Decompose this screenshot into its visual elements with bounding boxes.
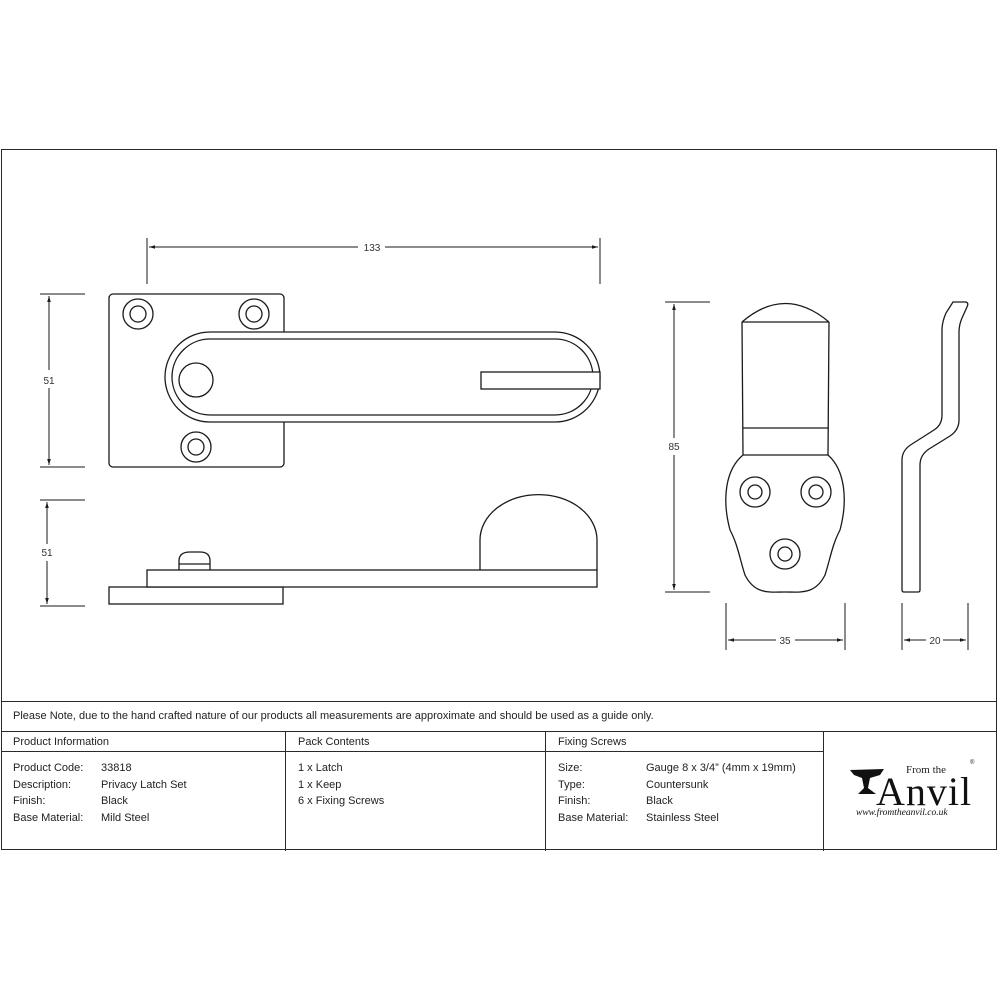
dim-20-label: 20 <box>929 636 941 647</box>
spec-row: Type:Countersunk <box>558 777 823 794</box>
dim-85-label: 85 <box>668 442 680 453</box>
dimension-133 <box>146 238 601 284</box>
product-information-section: Product Information Product Code:33818 D… <box>1 732 286 851</box>
dim-133-label: 133 <box>364 243 381 254</box>
spec-row: Finish:Black <box>13 793 285 810</box>
dimension-51-top <box>40 293 85 468</box>
dim-51-top-label: 51 <box>43 376 55 387</box>
dimension-51-bottom <box>40 499 85 607</box>
dimension-35 <box>725 603 846 650</box>
keep-front-view <box>725 303 845 593</box>
dim-35-label: 35 <box>779 636 791 647</box>
spec-row: Base Material:Mild Steel <box>13 810 285 827</box>
website-url: www.fromtheanvil.co.uk <box>856 808 948 818</box>
pack-item: 1 x Latch <box>298 762 343 774</box>
product-information-heading: Product Information <box>1 732 285 752</box>
description: Privacy Latch Set <box>101 778 187 791</box>
dimension-85 <box>665 301 710 593</box>
fixing-screws-heading: Fixing Screws <box>546 732 823 752</box>
finish: Black <box>101 795 128 808</box>
dim-51-bottom-label: 51 <box>41 548 53 559</box>
latch-side-view <box>108 494 598 605</box>
spec-table: Product Information Product Code:33818 D… <box>1 731 997 851</box>
fixing-screws-section: Fixing Screws Size:Gauge 8 x 3/4” (4mm x… <box>546 732 824 851</box>
product-code: 33818 <box>101 762 132 774</box>
spec-row: Description:Privacy Latch Set <box>13 777 285 794</box>
drawing-frame <box>1 149 997 850</box>
pack-contents-heading: Pack Contents <box>286 732 545 752</box>
spec-row: Size:Gauge 8 x 3/4” (4mm x 19mm) <box>558 760 823 777</box>
pack-item: 1 x Keep <box>298 778 342 791</box>
base-material: Mild Steel <box>101 811 150 824</box>
anvil-icon <box>850 769 884 794</box>
spec-row: Finish:Black <box>558 793 823 810</box>
pack-item: 6 x Fixing Screws <box>298 795 385 808</box>
logo-section: From the Anvil ® www.fromtheanvil.co.uk <box>824 732 997 851</box>
dimension-20 <box>901 603 969 650</box>
pack-contents-section: Pack Contents 1 x Latch 1 x Keep 6 x Fix… <box>286 732 546 851</box>
screw-material: Stainless Steel <box>646 811 719 824</box>
screw-size: Gauge 8 x 3/4” (4mm x 19mm) <box>646 762 796 774</box>
spec-row: Base Material:Stainless Steel <box>558 810 823 827</box>
spec-row: Product Code:33818 <box>13 760 285 777</box>
from-the-anvil-logo: From the Anvil ® www.fromtheanvil.co.uk <box>850 760 980 820</box>
keep-side-view <box>901 301 969 593</box>
measurement-note: Please Note, due to the hand crafted nat… <box>1 701 997 731</box>
screw-type: Countersunk <box>646 778 709 791</box>
screw-finish: Black <box>646 795 673 808</box>
latch-front-view <box>108 293 601 468</box>
